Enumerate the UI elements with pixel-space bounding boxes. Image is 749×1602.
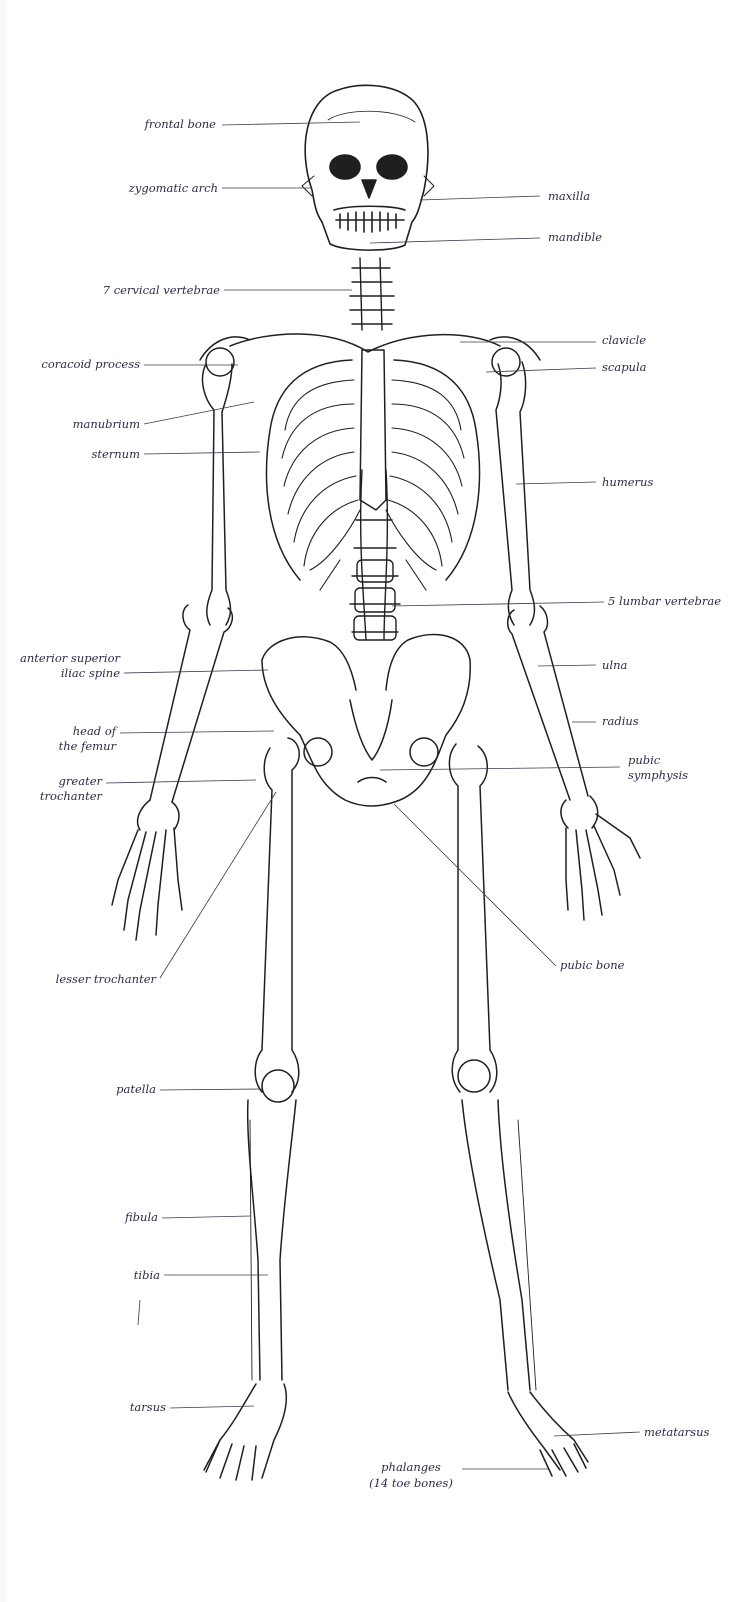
- leader-patella: [160, 1089, 262, 1090]
- label-head-femur-line1: head of: [16, 724, 116, 738]
- label-radius: radius: [602, 714, 639, 728]
- leader-ulna: [538, 665, 596, 666]
- label-patella: patella: [60, 1082, 156, 1096]
- label-asis-line2: iliac spine: [10, 666, 120, 680]
- label-clavicle: clavicle: [602, 333, 646, 347]
- label-zygomatic-arch: zygomatic arch: [80, 181, 218, 195]
- leader-head-femur: [120, 731, 274, 733]
- label-frontal-bone: frontal bone: [100, 117, 216, 131]
- label-phalanges-line2: (14 toe bones): [356, 1476, 466, 1490]
- label-greater-trochanter-line1: greater: [2, 774, 102, 788]
- label-humerus: humerus: [602, 475, 653, 489]
- label-sternum: sternum: [40, 447, 140, 461]
- label-maxilla: maxilla: [548, 189, 590, 203]
- label-ulna: ulna: [602, 658, 627, 672]
- skull: [302, 85, 434, 250]
- label-greater-trochanter-line2: trochanter: [2, 789, 102, 803]
- label-manubrium: manubrium: [40, 417, 140, 431]
- spine: [350, 258, 400, 640]
- leader-fibula: [162, 1216, 250, 1218]
- right-arm: [492, 348, 640, 920]
- label-tibia: tibia: [60, 1268, 160, 1282]
- label-asis-line1: anterior superior: [10, 651, 120, 665]
- label-fibula: fibula: [60, 1210, 158, 1224]
- leader-mandible: [370, 238, 540, 243]
- label-phalanges-line1: phalanges: [356, 1460, 466, 1474]
- leader-scapula: [486, 368, 596, 372]
- leader-pubic-symphysis: [380, 767, 620, 770]
- label-pubic-symphysis-line2: symphysis: [628, 768, 688, 782]
- leader-manubrium: [144, 402, 254, 424]
- label-head-femur-line2: the femur: [16, 739, 116, 753]
- left-arm: [112, 348, 234, 940]
- stray-pencil-mark: [138, 1300, 140, 1325]
- label-mandible: mandible: [548, 230, 602, 244]
- leader-lumbar-vertebrae: [392, 602, 604, 606]
- label-pubic-symphysis-line1: pubic: [628, 753, 660, 767]
- leader-greater-trochanter: [106, 780, 256, 783]
- label-metatarsus: metatarsus: [644, 1425, 709, 1439]
- left-leg: [204, 738, 299, 1480]
- label-pubic-bone: pubic bone: [560, 958, 624, 972]
- label-cervical-vertebrae: 7 cervical vertebrae: [60, 283, 220, 297]
- pelvis: [262, 634, 470, 806]
- label-scapula: scapula: [602, 360, 647, 374]
- leader-asis: [124, 670, 268, 673]
- leader-lesser-trochanter: [160, 792, 276, 978]
- label-lumbar-vertebrae: 5 lumbar vertebrae: [608, 594, 721, 608]
- label-coracoid-process: coracoid process: [24, 357, 140, 371]
- leader-frontal-bone: [222, 122, 360, 125]
- leader-pubic-bone: [394, 804, 556, 966]
- label-lesser-trochanter: lesser trochanter: [20, 972, 156, 986]
- leader-maxilla: [420, 196, 540, 200]
- label-tarsus: tarsus: [60, 1400, 166, 1414]
- leader-humerus: [516, 482, 596, 484]
- leader-sternum: [144, 452, 260, 454]
- right-leg: [449, 744, 588, 1476]
- ribcage: [200, 334, 540, 590]
